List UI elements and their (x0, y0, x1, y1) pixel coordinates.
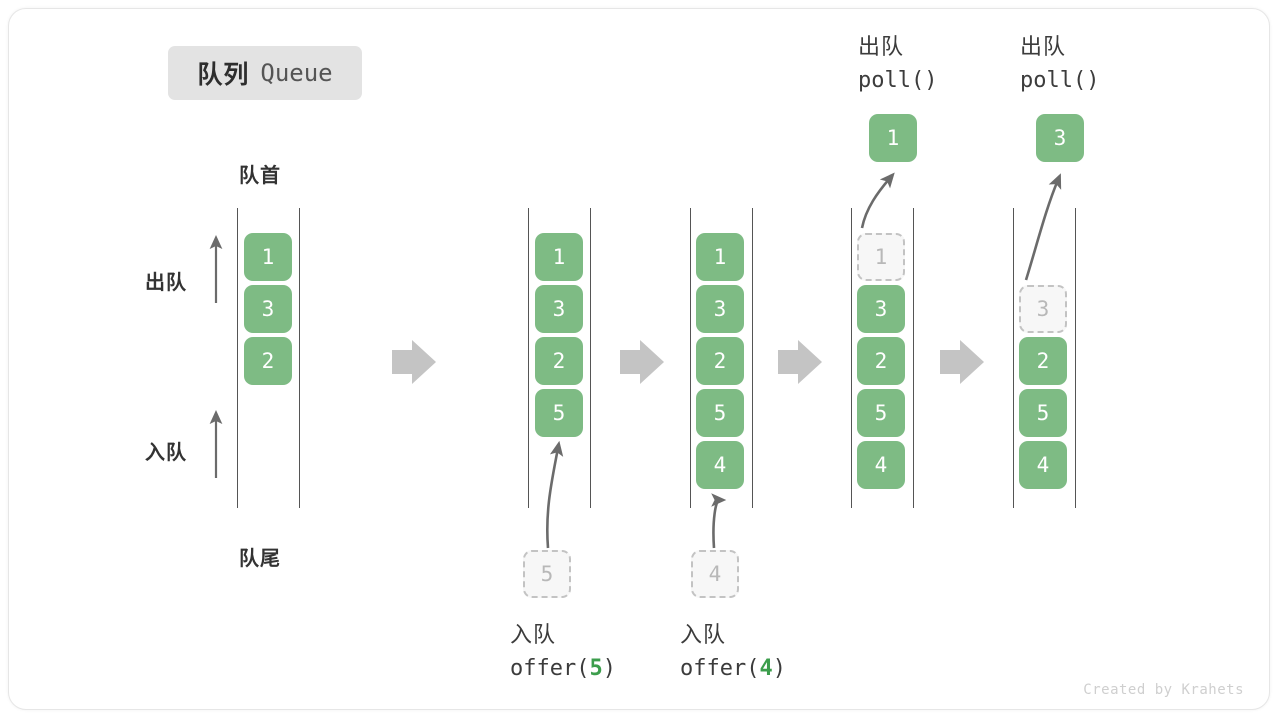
rail-left-col3 (690, 208, 691, 508)
queue-cell: 5 (1019, 389, 1067, 437)
watermark: Created by Krahets (1083, 682, 1244, 698)
queue-cell: 2 (696, 337, 744, 385)
queue-cell: 5 (535, 389, 583, 437)
queue-cell: 3 (857, 285, 905, 333)
queue-cell: 4 (1019, 441, 1067, 489)
offer-label-step3-cn: 入队 (680, 622, 727, 647)
offer-label-step2-cn: 入队 (510, 622, 557, 647)
queue-tail-label: 队尾 (239, 548, 281, 570)
queue-head-label: 队首 (239, 165, 281, 187)
rail-right-col2 (590, 208, 591, 508)
queue-cell: 1 (244, 233, 292, 281)
polled-element: 3 (1036, 114, 1084, 162)
diagram-frame (8, 8, 1270, 710)
queue-cell: 5 (857, 389, 905, 437)
incoming-element: 4 (691, 550, 739, 598)
rail-left-col4 (851, 208, 852, 508)
incoming-element: 5 (523, 550, 571, 598)
dequeue-direction-label: 出队 (145, 272, 187, 294)
queue-cell: 2 (857, 337, 905, 385)
rail-right-col1 (299, 208, 300, 508)
offer-label-step3-code: offer(4) (680, 656, 786, 681)
queue-cell: 3 (535, 285, 583, 333)
offer-label-step2: 入队 offer(5) (510, 618, 616, 686)
title-english: Queue (260, 59, 333, 87)
queue-cell: 4 (696, 441, 744, 489)
poll-label-step4: 出队 poll() (858, 30, 937, 98)
poll-label-step5: 出队 poll() (1020, 30, 1099, 98)
rail-right-col5 (1075, 208, 1076, 508)
offer-label-step3: 入队 offer(4) (680, 618, 786, 686)
poll-label-step4-cn: 出队 (858, 34, 905, 59)
queue-cell-removed: 1 (857, 233, 905, 281)
queue-cell: 2 (244, 337, 292, 385)
poll-label-step4-code: poll() (858, 68, 938, 93)
rail-left-col2 (528, 208, 529, 508)
polled-element: 1 (869, 114, 917, 162)
rail-right-col4 (913, 208, 914, 508)
rail-right-col3 (752, 208, 753, 508)
title-badge: 队列 Queue (168, 46, 362, 100)
poll-label-step5-cn: 出队 (1020, 34, 1067, 59)
queue-cell: 3 (244, 285, 292, 333)
rail-left-col5 (1013, 208, 1014, 508)
queue-cell: 3 (696, 285, 744, 333)
offer-label-step2-code: offer(5) (510, 656, 616, 681)
queue-cell: 1 (535, 233, 583, 281)
title-chinese: 队列 (197, 61, 250, 89)
queue-cell: 1 (696, 233, 744, 281)
rail-left-col1 (237, 208, 238, 508)
queue-cell: 2 (1019, 337, 1067, 385)
queue-cell: 4 (857, 441, 905, 489)
poll-label-step5-code: poll() (1020, 68, 1100, 93)
queue-cell: 2 (535, 337, 583, 385)
enqueue-direction-label: 入队 (145, 442, 187, 464)
queue-cell-removed: 3 (1019, 285, 1067, 333)
queue-cell: 5 (696, 389, 744, 437)
